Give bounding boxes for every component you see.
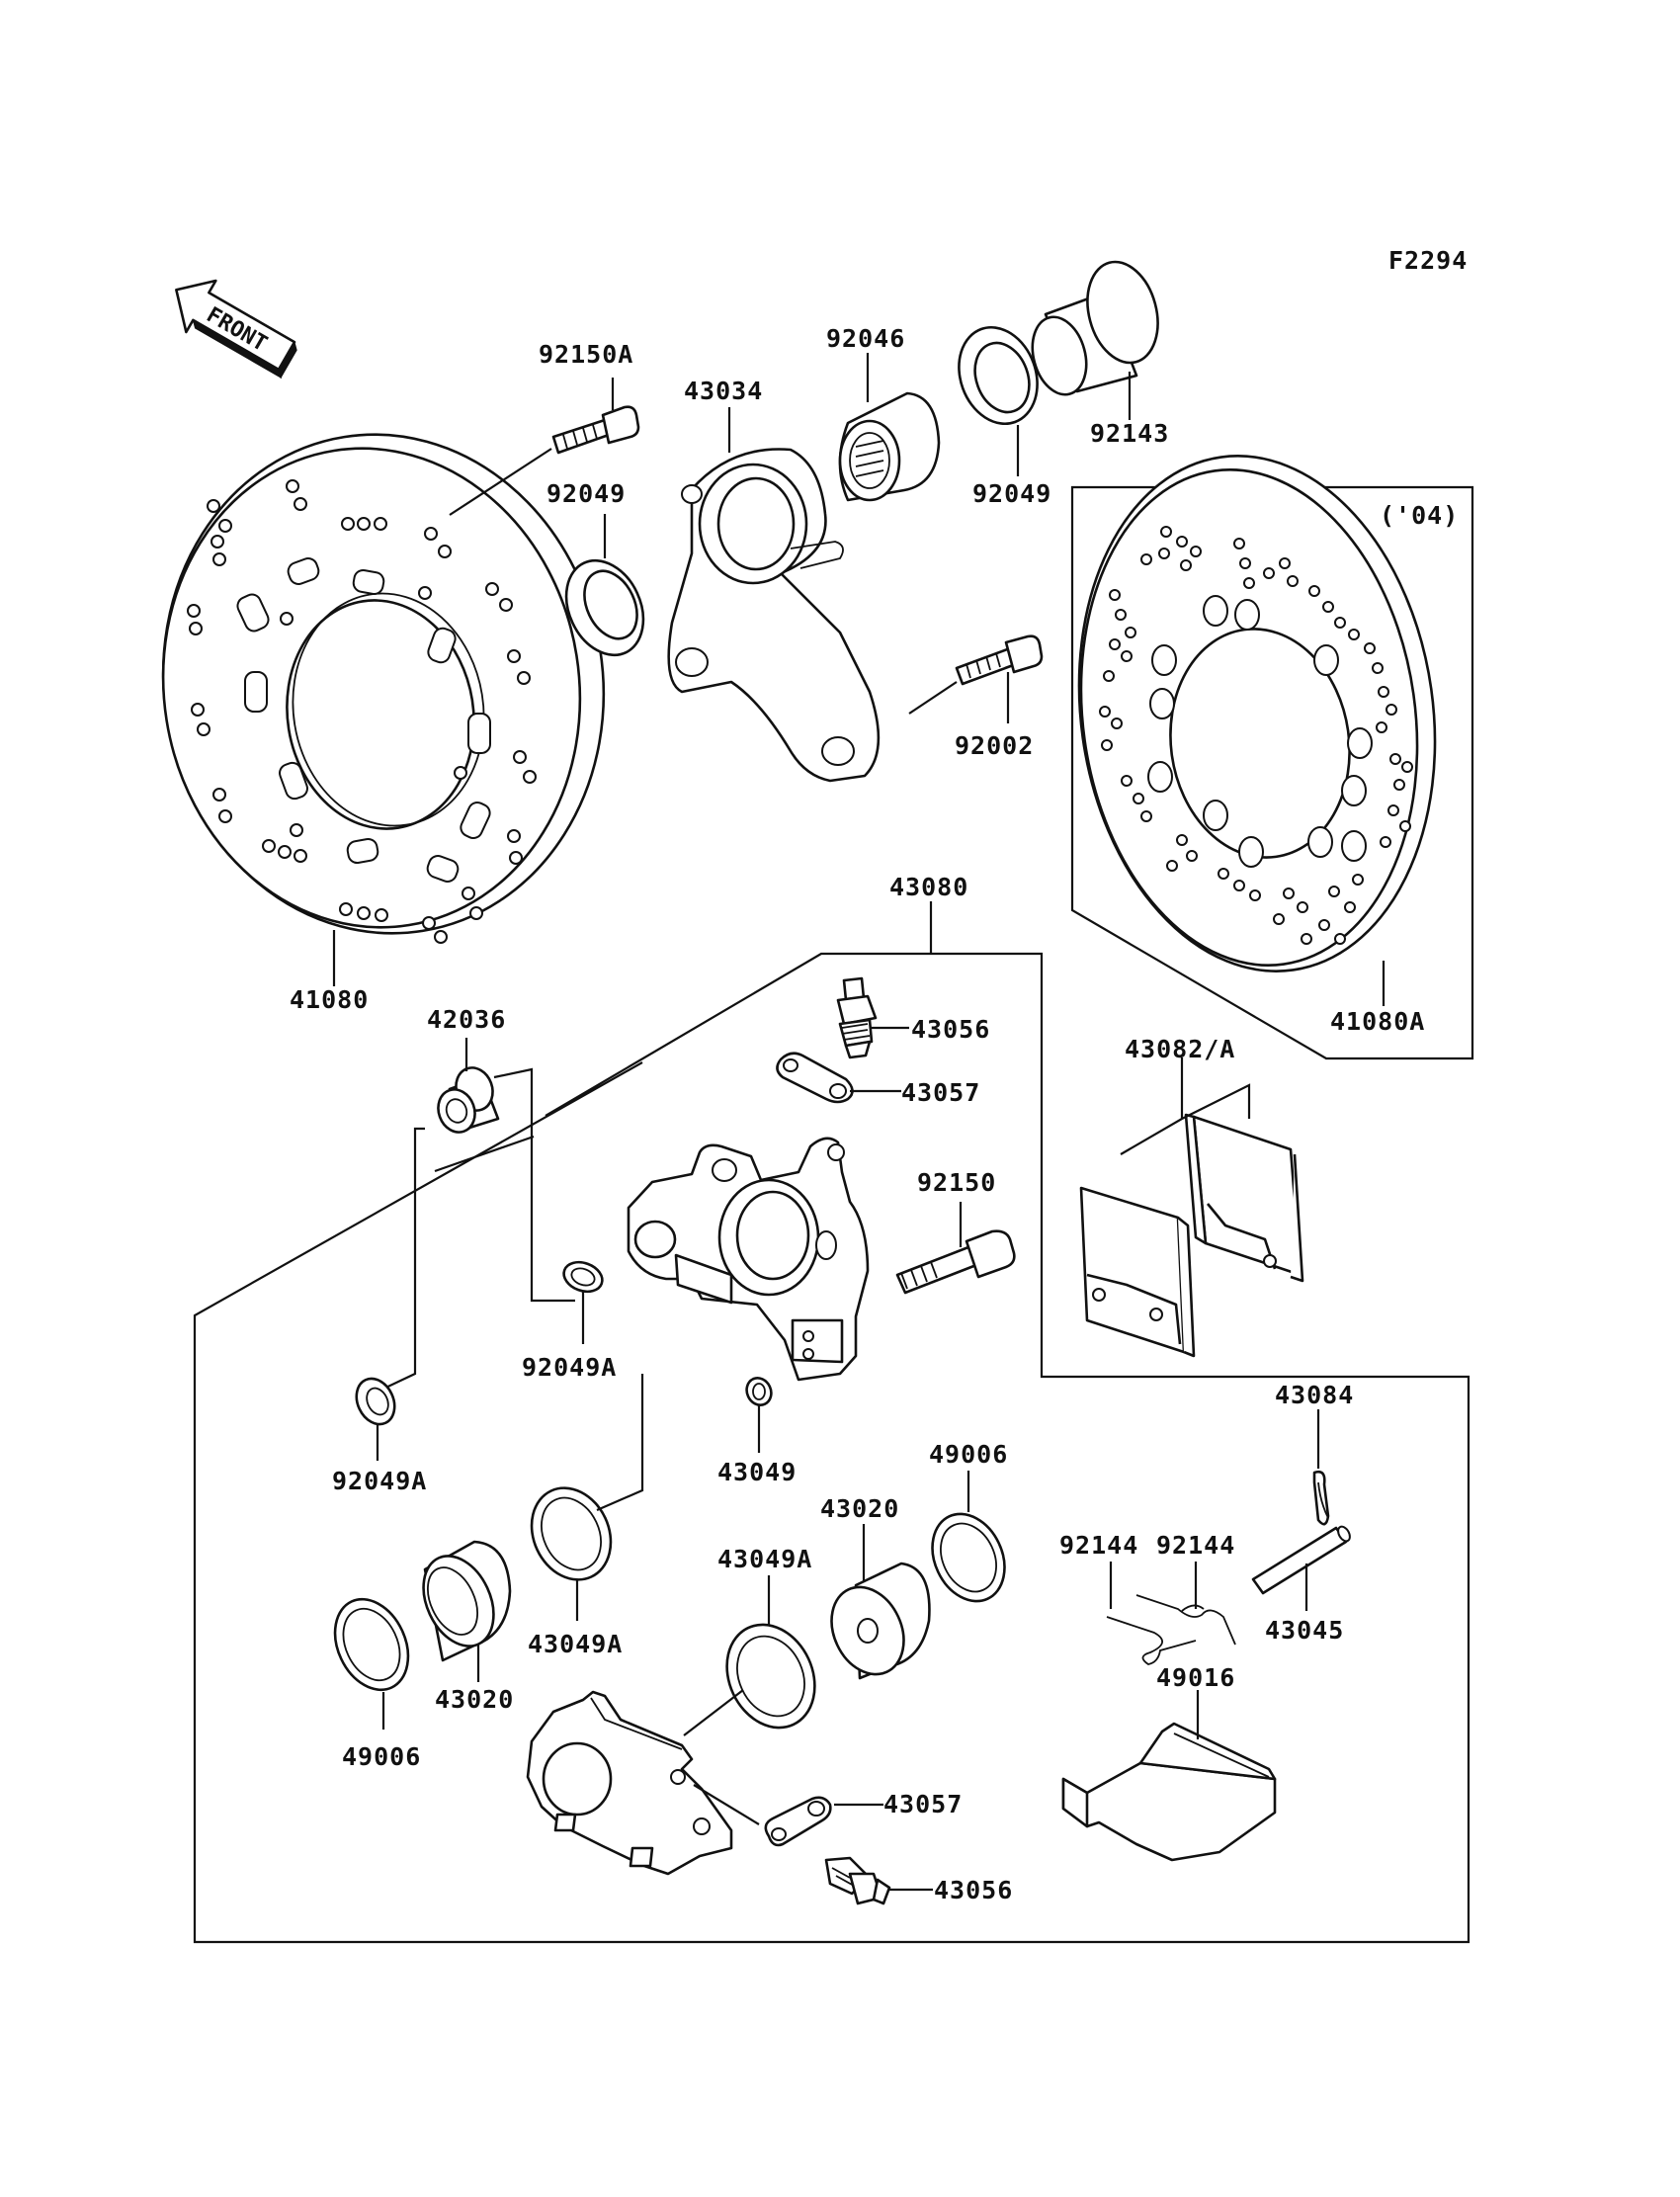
pad-spring-92144 <box>1106 1594 1236 1665</box>
dust-seal-49006-right <box>931 1512 1006 1603</box>
brake-pads-43082 <box>1079 1113 1304 1358</box>
caliper-body-lower <box>526 1690 733 1876</box>
bleeder-valve-43056-top <box>836 976 878 1059</box>
pad-pin-43045 <box>1251 1525 1351 1595</box>
part-number-92143: 92143 <box>1090 419 1169 448</box>
piston-43020-left <box>422 1540 512 1662</box>
part-number-43056-bottom: 43056 <box>934 1876 1013 1904</box>
seal-92049A-center <box>562 1260 604 1294</box>
part-number-43049: 43049 <box>717 1458 797 1486</box>
bleeder-valve-43056-bottom <box>824 1856 891 1905</box>
part-number-92150: 92150 <box>917 1168 996 1197</box>
part-number-43080: 43080 <box>889 873 968 901</box>
part-number-43049A-left: 43049A <box>528 1630 623 1658</box>
piston-seal-43049A-left <box>530 1486 613 1581</box>
part-number-43082: 43082/A <box>1125 1035 1235 1063</box>
part-number-92046: 92046 <box>826 324 905 353</box>
part-number-43020-right: 43020 <box>820 1494 899 1523</box>
part-number-43045: 43045 <box>1265 1616 1344 1645</box>
caliper-bolt-92150 <box>895 1229 1016 1295</box>
part-number-92144-right: 92144 <box>1156 1531 1235 1560</box>
part-number-92150A: 92150A <box>539 340 633 369</box>
part-number-92049-a: 92049 <box>546 479 626 508</box>
part-number-43057-bottom: 43057 <box>883 1790 963 1818</box>
front-direction-arrow-icon: FRONT <box>175 279 297 380</box>
sleeve-42036 <box>437 1066 500 1134</box>
pin-clip-43084 <box>1312 1470 1330 1526</box>
part-number-49006-right: 49006 <box>929 1440 1008 1469</box>
part-number-43057-top: 43057 <box>901 1078 980 1107</box>
bleeder-cap-43057-top <box>776 1052 854 1104</box>
part-number-49006-left: 49006 <box>342 1742 421 1771</box>
piston-43020-right <box>830 1562 931 1680</box>
bracket-bolt-92002 <box>955 634 1044 686</box>
part-number-43049A-right: 43049A <box>717 1545 812 1573</box>
o-ring-43049 <box>745 1377 773 1406</box>
part-number-92049A-left: 92049A <box>332 1467 427 1495</box>
caliper-assembly-frame <box>193 952 1470 1944</box>
caliper-bracket-43034 <box>667 448 881 783</box>
brake-disc-04 <box>1077 455 1437 972</box>
disc-bolt-92150A <box>551 405 640 455</box>
year-variant-note: ('04) <box>1380 501 1459 530</box>
collar-92143 <box>1031 260 1159 396</box>
part-number-49016: 49016 <box>1156 1663 1235 1692</box>
part-number-92049A-center: 92049A <box>522 1353 617 1382</box>
part-number-43020-left: 43020 <box>435 1685 514 1714</box>
part-number-92144-left: 92144 <box>1059 1531 1138 1560</box>
piston-seal-43049A-right <box>725 1623 816 1730</box>
needle-bearing-92046 <box>838 391 941 502</box>
pad-spring-plate-49016 <box>1061 1722 1277 1862</box>
part-number-41080: 41080 <box>290 985 369 1014</box>
figure-code: F2294 <box>1388 246 1468 275</box>
seal-92049A-left <box>355 1377 396 1426</box>
dust-seal-49006-left <box>333 1597 410 1692</box>
bleeder-cap-43057-bottom <box>764 1796 832 1847</box>
seal-92049-left <box>564 558 645 657</box>
caliper-body-upper <box>627 1137 870 1382</box>
seal-92049-right <box>958 325 1039 426</box>
part-number-42036: 42036 <box>427 1005 506 1034</box>
part-number-43034: 43034 <box>684 377 763 405</box>
part-number-92002: 92002 <box>955 731 1034 760</box>
part-number-43084: 43084 <box>1275 1381 1354 1409</box>
year-variant-frame <box>1070 485 1474 1060</box>
part-number-43056-top: 43056 <box>911 1015 990 1044</box>
part-number-41080A: 41080A <box>1330 1007 1425 1036</box>
brake-disc <box>161 433 606 944</box>
part-number-92049-b: 92049 <box>972 479 1051 508</box>
